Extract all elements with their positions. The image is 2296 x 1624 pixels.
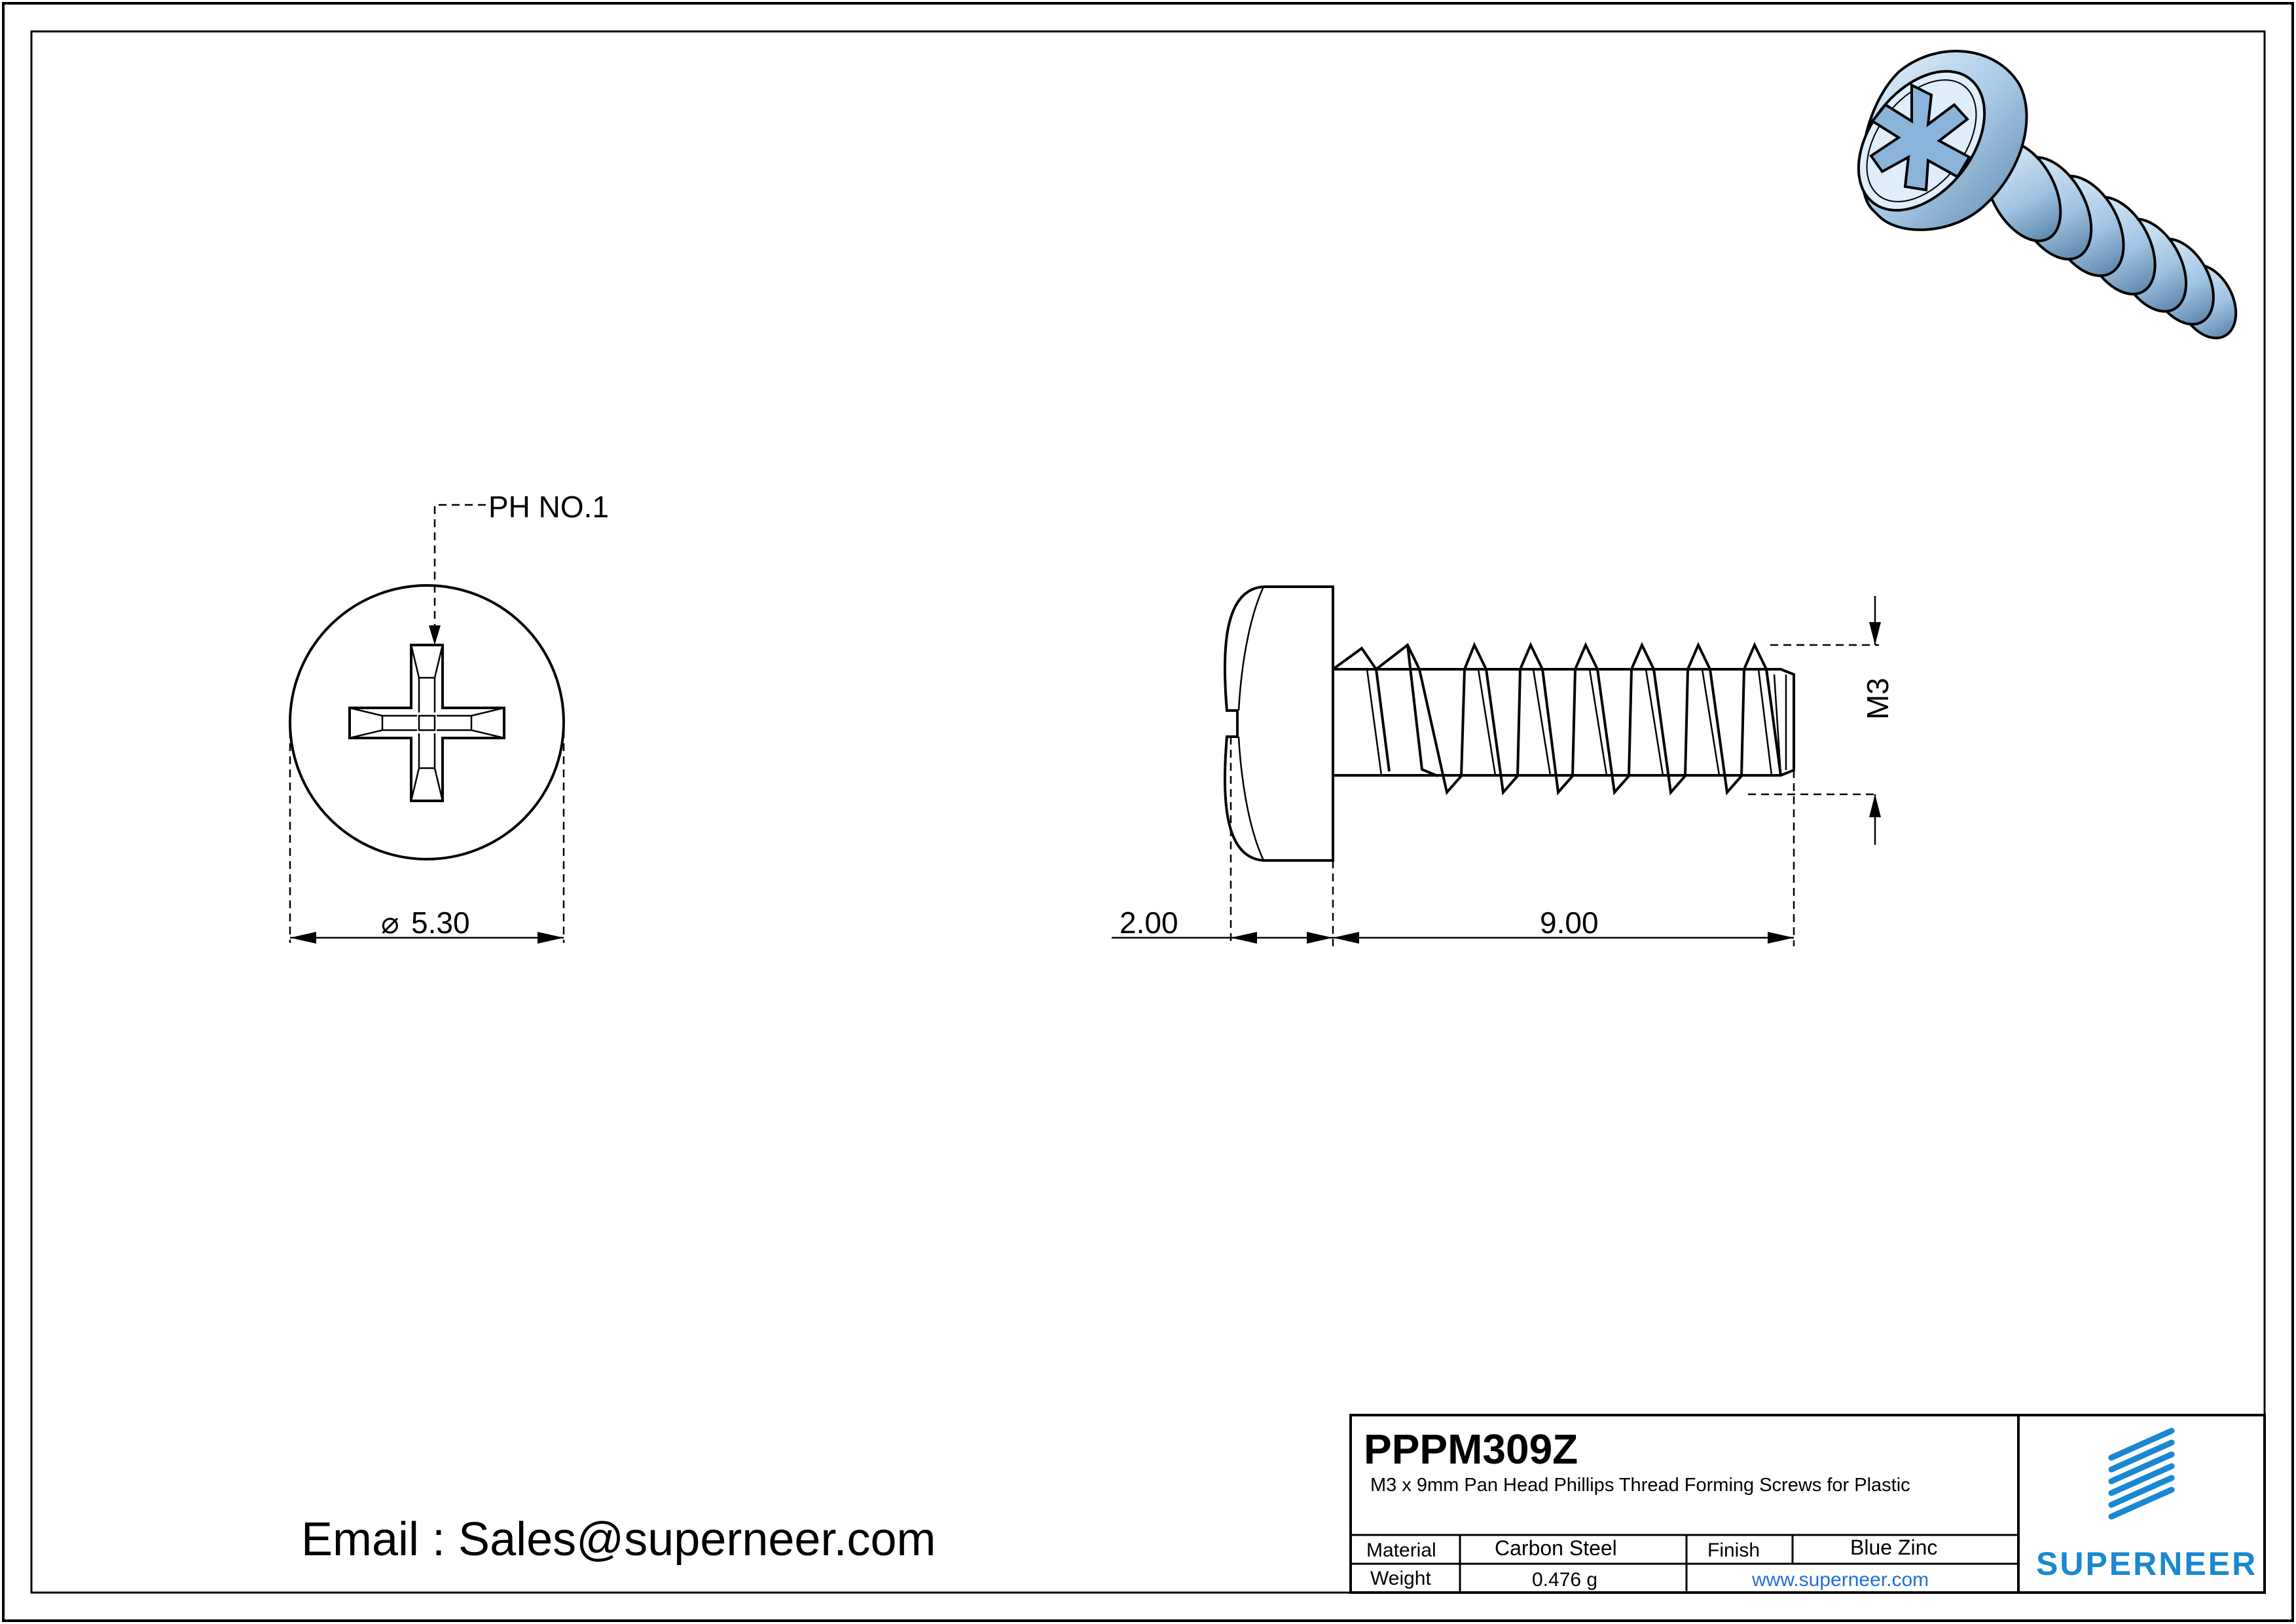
logo-text: SUPERNEER (2036, 1545, 2257, 1582)
finish-value: Blue Zinc (1850, 1536, 1937, 1559)
callout-leader (433, 504, 486, 638)
website-link[interactable]: www.superneer.com (1751, 1569, 1929, 1591)
phillips-recess (348, 644, 505, 802)
callout-arrow (429, 625, 441, 645)
part-description: M3 x 9mm Pan Head Phillips Thread Formin… (1370, 1475, 1910, 1496)
side-view: M3 2.00 9.00 (1112, 585, 1895, 946)
weight-label: Weight (1370, 1568, 1431, 1589)
recess-3d (1869, 83, 1971, 192)
head-circle (289, 584, 565, 860)
screw-shank (1333, 668, 1795, 777)
title-block: PPPM309Z M3 x 9mm Pan Head Phillips Thre… (1349, 1414, 2266, 1594)
contact-email: Email : Sales@superneer.com (301, 1513, 936, 1566)
material-value: Carbon Steel (1495, 1536, 1617, 1560)
thread-size-label: M3 (1861, 678, 1895, 720)
superneer-logo-icon (2108, 1428, 2175, 1520)
weight-value: 0.476 g (1532, 1569, 1597, 1591)
diameter-symbol: ⌀ (381, 906, 399, 940)
finish-label: Finish (1707, 1540, 1760, 1561)
part-number: PPPM309Z (1364, 1426, 1578, 1473)
screw-threads (1332, 642, 1782, 796)
screw-3d-render (1857, 49, 2238, 340)
length-value: 9.00 (1540, 906, 1599, 940)
head-height-value: 2.00 (1120, 906, 1178, 940)
top-view: PH NO.1 ⌀ 5.30 (289, 490, 609, 944)
callout-label: PH NO.1 (488, 490, 609, 524)
diameter-value: 5.30 (411, 906, 470, 940)
pan-head (1223, 585, 1334, 862)
material-label: Material (1366, 1540, 1436, 1561)
inner-border (30, 30, 2266, 1594)
